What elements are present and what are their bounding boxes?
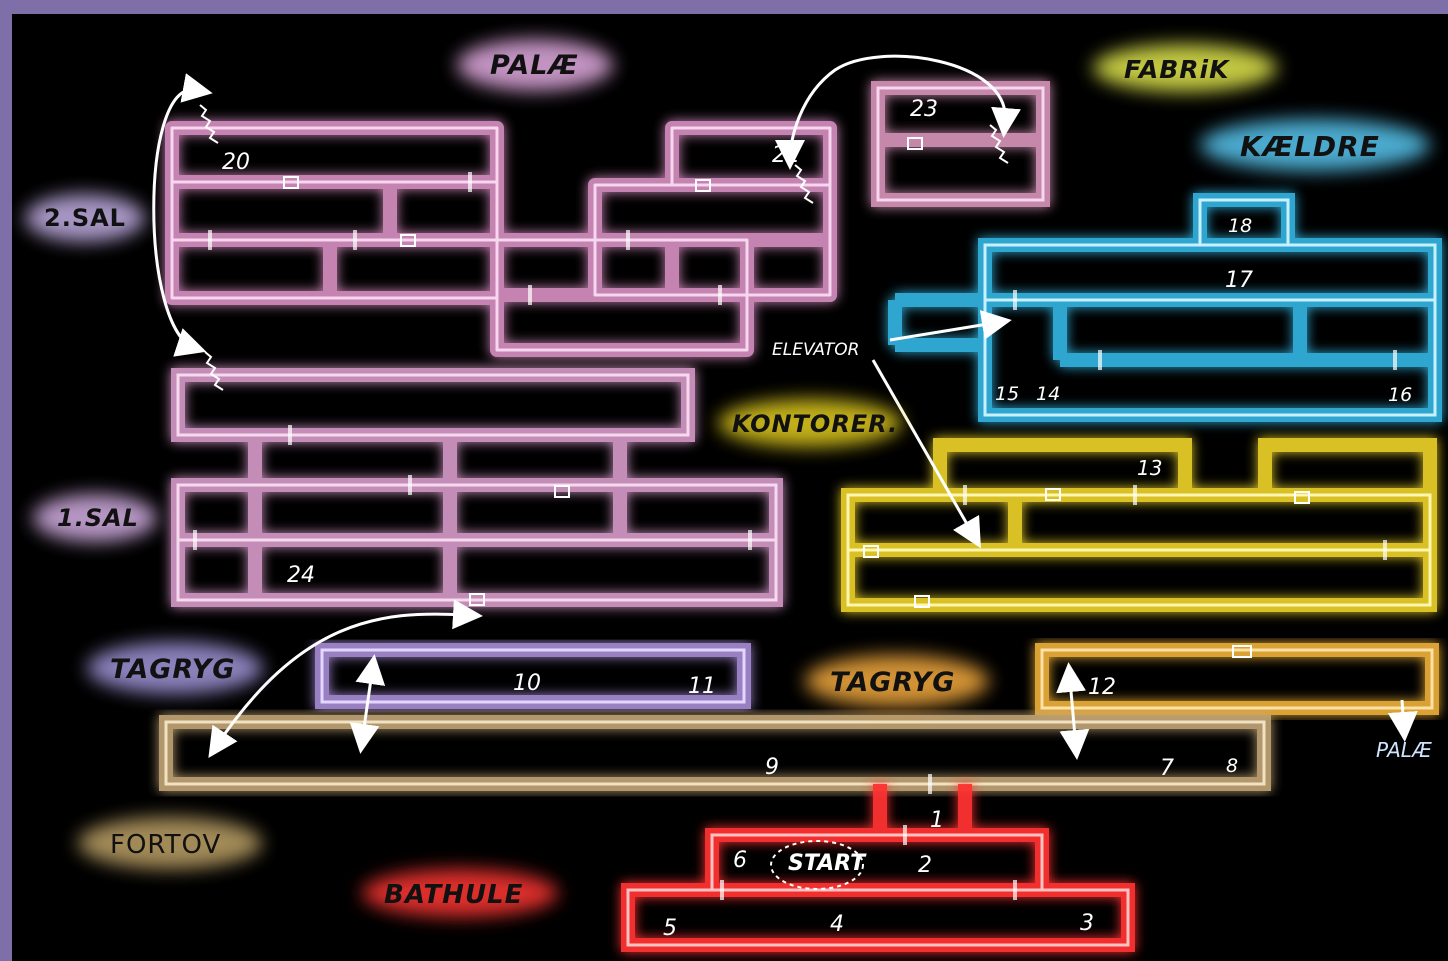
room-number-7: 7 bbox=[1160, 756, 1174, 781]
start-burst-icon bbox=[770, 840, 864, 890]
elevator-label: ELEVATOR bbox=[772, 340, 860, 360]
stairs-arrow-icon bbox=[152, 73, 213, 357]
room-number-6: 6 bbox=[733, 848, 747, 873]
room-number-11: 11 bbox=[688, 674, 716, 699]
kaeldre-corridors bbox=[888, 193, 1442, 422]
area-label-fortov: FORTOV bbox=[110, 830, 222, 860]
start-label: START bbox=[788, 851, 866, 876]
area-label-tagryg-left: TAGRYG bbox=[110, 654, 236, 685]
fortov-corridor bbox=[159, 715, 1271, 791]
ladder-arrow-icon bbox=[349, 654, 386, 754]
area-label-fabrik: FABRiK bbox=[1124, 55, 1230, 84]
area-label-kaeldre: KÆLDRE bbox=[1240, 130, 1380, 163]
room-number-9: 9 bbox=[765, 755, 779, 780]
room-number-3: 3 bbox=[1080, 911, 1094, 936]
room-number-2: 2 bbox=[918, 853, 932, 878]
connection-arrows bbox=[152, 54, 1418, 760]
palae-floor-2-corridors bbox=[165, 121, 837, 357]
room-number-24: 24 bbox=[287, 563, 315, 588]
ladder-arrow-icon bbox=[208, 599, 483, 758]
room-number-23: 23 bbox=[910, 97, 938, 122]
computer-terminal-icon bbox=[1294, 491, 1310, 504]
area-label-palae: PALÆ bbox=[490, 50, 579, 81]
room-number-8: 8 bbox=[1226, 755, 1239, 777]
terminal-markers bbox=[283, 137, 1310, 658]
area-label-bathule: BATHULE bbox=[384, 880, 524, 910]
room-number-4: 4 bbox=[830, 912, 844, 937]
elevator-arrow-icon bbox=[889, 310, 1012, 342]
bathule-corridors bbox=[621, 784, 1135, 952]
room-number-20: 20 bbox=[222, 150, 250, 175]
room-number-18: 18 bbox=[1228, 215, 1253, 237]
room-number-13: 13 bbox=[1137, 456, 1163, 480]
computer-terminal-icon bbox=[914, 595, 930, 608]
room-number-17: 17 bbox=[1225, 268, 1253, 293]
label-halos bbox=[25, 39, 1430, 917]
tagryg-right-corridor bbox=[1035, 643, 1439, 715]
area-label-2-sal: 2.SAL bbox=[44, 204, 126, 232]
room-number-10: 10 bbox=[513, 671, 541, 696]
computer-terminal-icon bbox=[283, 176, 299, 189]
area-label-tagryg-right: TAGRYG bbox=[830, 667, 956, 698]
room-number-14: 14 bbox=[1036, 383, 1061, 405]
top-frame-border bbox=[0, 0, 1448, 14]
area-label-1-sal: 1.SAL bbox=[57, 504, 139, 532]
stairs-icon bbox=[794, 164, 814, 204]
area-label-kontorer: KONTORER. bbox=[732, 410, 899, 438]
computer-terminal-icon bbox=[554, 485, 570, 498]
room-number-5: 5 bbox=[663, 916, 677, 941]
elevator-arrow-icon bbox=[871, 359, 981, 549]
computer-terminal-icon bbox=[863, 545, 879, 558]
room-number-12: 12 bbox=[1088, 675, 1116, 700]
computer-terminal-icon bbox=[695, 179, 711, 192]
room-number-22: 22 bbox=[772, 143, 800, 168]
stairs-arrow-icon bbox=[775, 54, 1021, 170]
fabrik-corridors bbox=[871, 81, 1050, 207]
room-number-16: 16 bbox=[1388, 384, 1413, 406]
room-number-15: 15 bbox=[995, 383, 1020, 405]
stairs-icon bbox=[204, 351, 224, 391]
computer-terminal-icon bbox=[1232, 645, 1252, 658]
exit-arrow-icon bbox=[1387, 699, 1418, 742]
door-markers bbox=[193, 172, 1397, 900]
left-frame-border bbox=[0, 0, 12, 961]
computer-terminal-icon bbox=[400, 234, 416, 247]
ladder-arrow-icon bbox=[1056, 662, 1090, 760]
kontorer-corridors bbox=[841, 438, 1437, 612]
room-number-1: 1 bbox=[930, 808, 944, 833]
computer-terminal-icon bbox=[1045, 488, 1061, 501]
palae-exit-label: PALÆ bbox=[1376, 738, 1432, 762]
floor-1-corridors bbox=[171, 368, 783, 607]
